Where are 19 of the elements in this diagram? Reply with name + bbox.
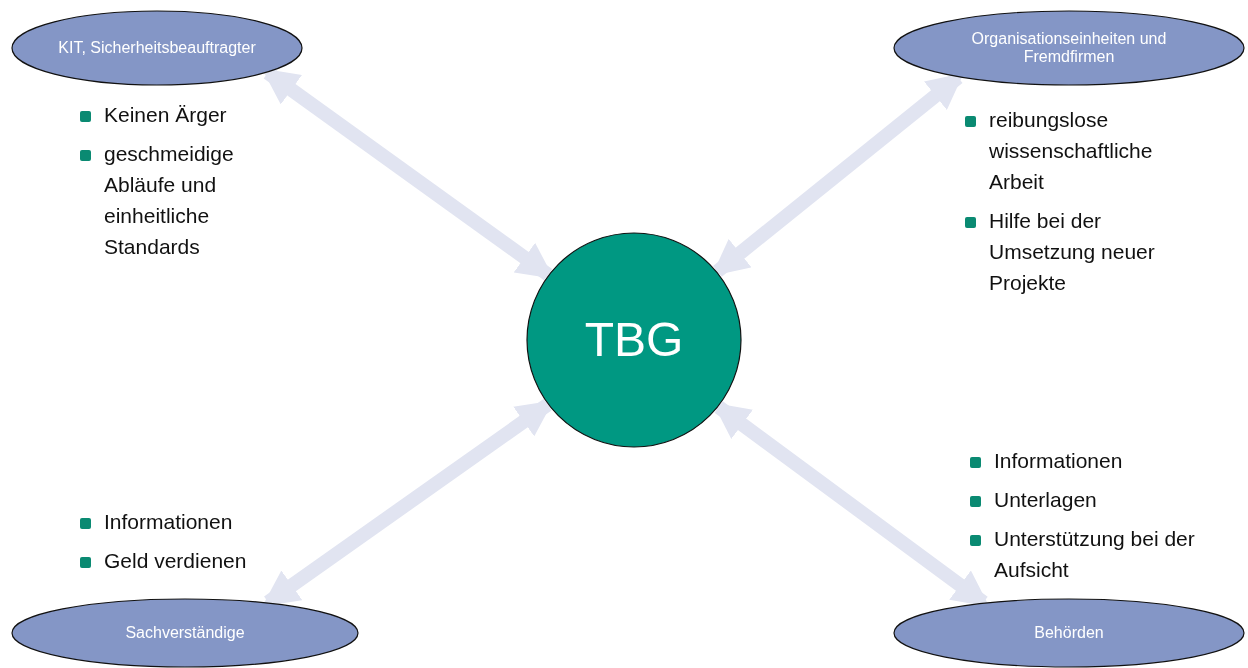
center-label: TBG	[584, 312, 684, 368]
bullet-text: Unterstützung bei der Aufsicht	[994, 526, 1196, 583]
bullet-text: Informationen	[994, 448, 1123, 474]
stakeholder-ellipse	[893, 598, 1245, 668]
bullet-text: geschmeidige Abläufe und einheitliche Standards	[104, 141, 235, 260]
stakeholder-ellipse	[893, 10, 1245, 86]
stakeholder-label: Behörden	[1034, 623, 1104, 643]
bullet-text: Hilfe bei der Umsetzung neuer Projekte	[989, 208, 1156, 296]
stakeholder-label: Organisationseinheiten und Fremdfirmen	[970, 29, 1168, 67]
bullet-text: Geld verdienen	[104, 548, 247, 574]
stakeholder-ellipse	[11, 10, 303, 86]
stakeholder-label: KIT, Sicherheitsbeauftragter	[58, 38, 256, 58]
stakeholder-ellipse	[11, 598, 359, 668]
bullet-text: Unterlagen	[994, 487, 1097, 513]
bullet-text: reibungslose wissenschaftliche Arbeit	[989, 107, 1154, 195]
stakeholder-label: Sachverständige	[125, 623, 245, 643]
bullet-text: Informationen	[104, 509, 233, 535]
center-circle	[526, 232, 742, 448]
bullet-text: Keinen Ärger	[104, 102, 227, 128]
